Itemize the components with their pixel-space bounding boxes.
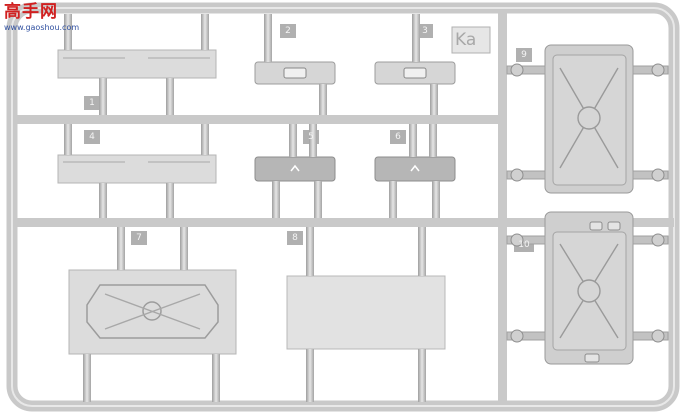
gate-stub-horizontal [506,170,546,180]
gate-stub [201,124,209,155]
runner-h1 [14,115,504,124]
outer-runner-highlight [11,7,675,407]
part-number-4: 4 [89,132,95,142]
part-9 [544,44,634,194]
ejector-pin-mark [510,329,524,343]
gate-stub [180,227,188,270]
gate-stub-horizontal [632,65,669,75]
gate-stub [430,84,438,115]
gate-stub [212,354,220,402]
part-number-8: 8 [292,233,298,243]
runner-v1 [498,10,507,402]
gate-stub [412,14,420,62]
gate-stub [166,78,174,115]
gate-stub [83,354,91,402]
part-number-7: 7 [136,233,142,243]
part-10 [544,211,634,365]
part-2 [254,61,336,85]
part-7 [68,269,237,355]
number-tags [84,24,534,252]
gate-stub [418,227,426,276]
part-number-5: 5 [308,132,314,142]
gate-stub [64,14,72,50]
gate-stub [99,78,107,115]
part-number-2: 2 [285,26,291,36]
ejector-pin-mark [510,168,524,182]
gate-stub [201,14,209,50]
gate-stub [432,181,440,218]
part-number-6: 6 [395,132,401,142]
gate-stub [306,227,314,276]
part-number-1: 1 [89,98,95,108]
gate-stub-horizontal [506,235,546,245]
gate-stub [306,349,314,402]
gate-stub [289,124,297,157]
watermark-logo: 高手网 www.gaoshou.com [4,2,79,36]
part-6 [374,156,456,182]
part-number-3: 3 [422,26,428,36]
ejector-pin-mark [651,168,665,182]
gate-stub [319,84,327,115]
part-number-9: 9 [521,50,527,60]
gate-group [64,14,669,402]
gate-stub [264,14,272,62]
ejector-pin-mark [651,233,665,247]
part-3 [374,61,456,85]
part-5 [254,156,336,182]
ejector-pin-mark [510,233,524,247]
sprue-code-box [451,26,491,54]
gate-stub [99,183,107,218]
gate-stub [117,227,125,270]
gate-stub [429,124,437,157]
part-number-10: 10 [518,240,530,250]
gate-stub-horizontal [632,331,669,341]
gate-stub [64,124,72,155]
sprue-code: Ka [455,30,477,50]
gate-stub [314,181,322,218]
gate-stub-horizontal [506,65,546,75]
ejector-pin-mark [510,63,524,77]
gate-stub-horizontal [632,170,669,180]
gate-stub-horizontal [506,331,546,341]
part-8 [286,275,446,350]
runner-h2 [14,218,674,227]
gate-stub [409,124,417,157]
part-4 [57,154,217,184]
gate-stub [389,181,397,218]
gate-stub [309,124,317,157]
ejector-pin-mark [651,63,665,77]
gate-stub [166,183,174,218]
watermark-title: 高手网 [4,2,58,22]
watermark-url: www.gaoshou.com [4,23,80,32]
gate-stub-horizontal [632,235,669,245]
part-1 [57,49,217,79]
gate-stub [418,349,426,402]
ejector-pin-mark [651,329,665,343]
gate-stub [272,181,280,218]
